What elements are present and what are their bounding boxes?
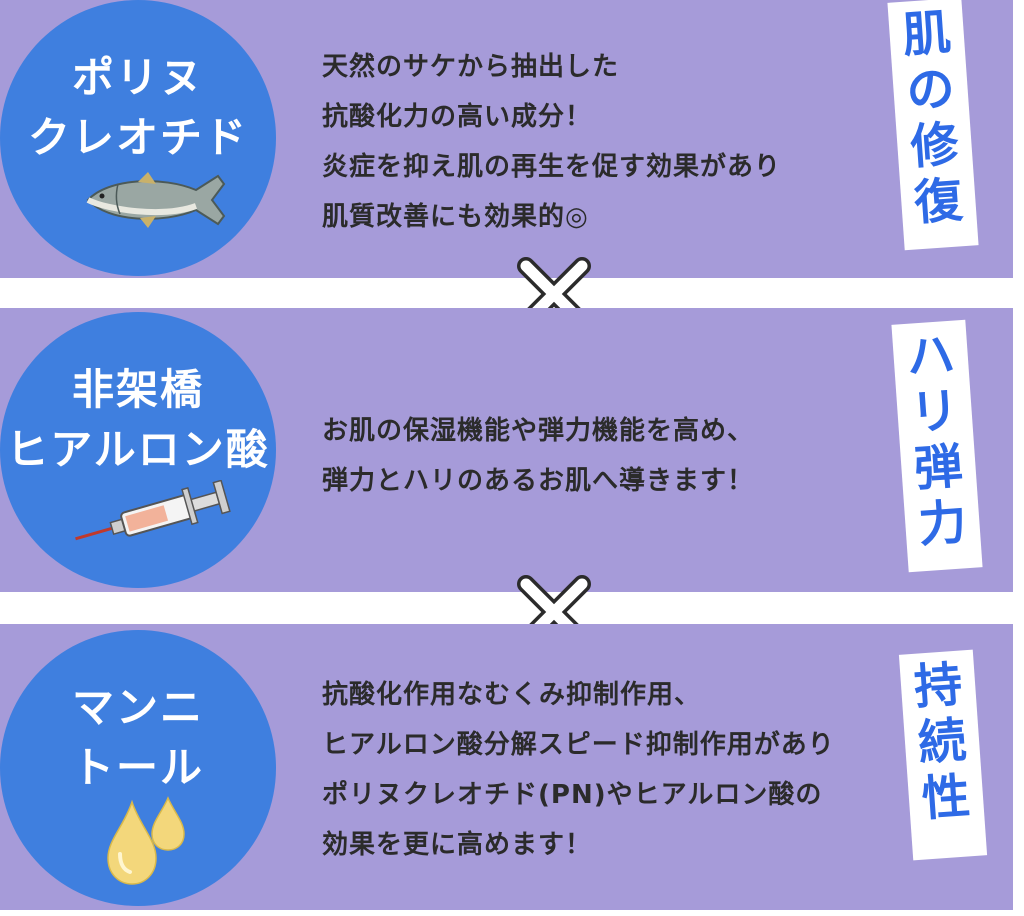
- benefit-label-3: 持 続 性: [898, 649, 988, 861]
- section-circle-2: 非架橋 ヒアルロン酸: [0, 312, 276, 588]
- section-title: ポリヌ クレオチド: [27, 53, 248, 162]
- section-body-3: 抗酸化作用なむくみ抑制作用、 ヒアルロン酸分解スピード抑制作用があり ポリヌクレ…: [322, 680, 835, 860]
- section-body-2: お肌の保湿機能や弾力機能を高め、 弾力とハリのあるお肌へ導きます！: [322, 416, 755, 496]
- section-circle-3: マンニ トール: [0, 630, 276, 906]
- section-body-1: 天然のサケから抽出した 抗酸化力の高い成分！ 炎症を抑え肌の再生を促す効果があり…: [322, 52, 782, 232]
- droplets-icon: [107, 796, 185, 885]
- section-title: 非架橋 ヒアルロン酸: [6, 365, 270, 474]
- salmon-icon: [86, 172, 226, 228]
- section-title: マンニ トール: [71, 683, 204, 792]
- syringe-icon: [75, 480, 231, 541]
- section-circle-1: ポリヌ クレオチド: [0, 0, 276, 276]
